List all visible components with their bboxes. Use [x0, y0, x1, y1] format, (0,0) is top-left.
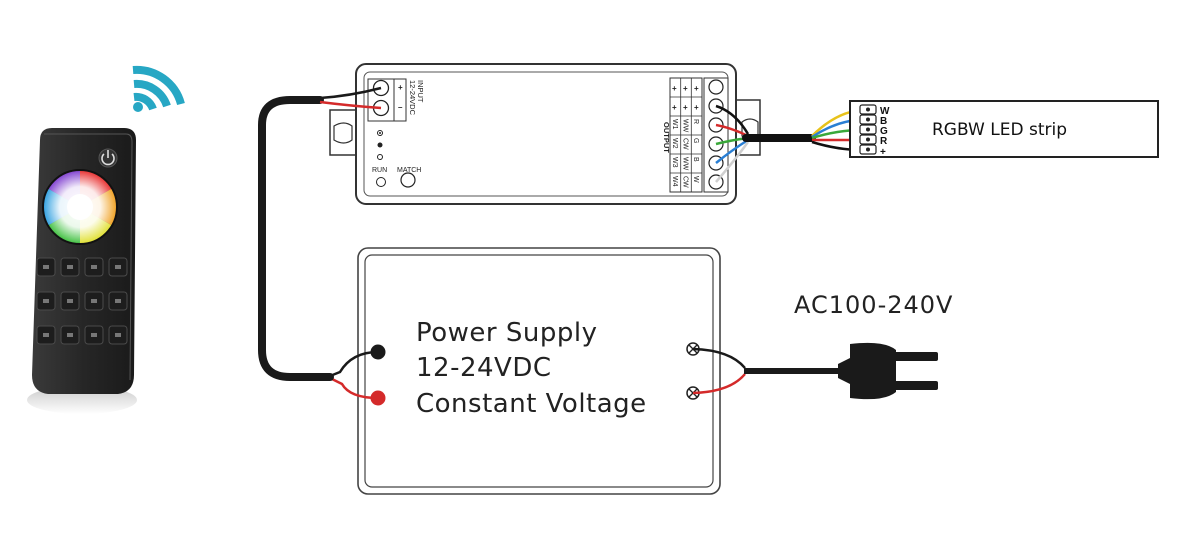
remote-key-glyph: [115, 333, 121, 337]
run-label: RUN: [372, 167, 387, 174]
input-minus-label: –: [398, 103, 403, 112]
remote-key-glyph: [115, 265, 121, 269]
power-supply-title: Power Supply: [416, 318, 597, 348]
output-cell-label: CW: [682, 176, 689, 188]
match-button[interactable]: [400, 172, 416, 188]
input-plus-label: +: [398, 83, 403, 92]
remote-key-glyph: [67, 299, 73, 303]
output-cell-label: W: [692, 176, 699, 183]
strip-label: RGBW LED strip: [932, 120, 1067, 140]
power-supply-mode: Constant Voltage: [416, 389, 647, 419]
svg-text:+: +: [694, 84, 699, 93]
ac-wire-cable: [692, 347, 838, 395]
output-cell-label: G: [692, 138, 699, 143]
strip-pin-w: W: [880, 106, 890, 117]
rgbw-led-strip: W B G R + RGBW LED strip: [849, 100, 1159, 158]
output-cell-label: R: [692, 119, 699, 124]
strip-pin-b: B: [880, 116, 887, 127]
output-cell-label: WW: [682, 119, 689, 133]
status-led-icons: [377, 130, 383, 160]
output-plus-signs: + + + + + +: [672, 84, 699, 112]
remote-key-glyph: [43, 333, 49, 337]
strip-pin-r: R: [880, 136, 888, 147]
svg-text:+: +: [683, 84, 688, 93]
run-indicator: [376, 177, 386, 187]
output-cell-label: B: [692, 157, 699, 162]
power-icon[interactable]: [98, 148, 118, 168]
remote-key-glyph: [91, 299, 97, 303]
remote-key-glyph: [115, 299, 121, 303]
ac-input-label: AC100-240V: [794, 291, 953, 319]
remote-key-glyph: [43, 299, 49, 303]
svg-text:+: +: [672, 103, 677, 112]
output-cell-label: WW: [682, 157, 689, 171]
power-supply-voltage: 12-24VDC: [416, 353, 552, 383]
output-cell-label: W3: [671, 157, 678, 168]
remote-key-glyph: [91, 265, 97, 269]
strip-pin-plus: +: [880, 147, 886, 158]
color-wheel[interactable]: [42, 169, 118, 245]
remote-key-glyph: [91, 333, 97, 337]
dc-wire-cable: [258, 86, 382, 400]
input-label: INPUT: [416, 80, 425, 103]
output-cell-label: W4: [671, 176, 678, 187]
output-cell-label: W1: [671, 119, 678, 130]
match-label: MATCH: [397, 167, 421, 174]
remote-key-glyph: [67, 333, 73, 337]
remote-key-glyph: [67, 265, 73, 269]
rf-remote-control: [27, 128, 137, 414]
ac-plug-icon: [838, 342, 938, 400]
output-label: OUTPUT: [662, 122, 671, 153]
strip-pads: [859, 104, 877, 155]
power-supply: Power Supply 12-24VDC Constant Voltage: [357, 247, 721, 495]
output-cell-label: W2: [671, 138, 678, 149]
wireless-signal-icon: [132, 65, 185, 112]
output-cell-label: CW: [682, 138, 689, 150]
svg-text:+: +: [683, 103, 688, 112]
led-controller: + – INPUT 12-24VDC RUN MATCH OUTPUT: [329, 63, 761, 205]
remote-key-glyph: [43, 265, 49, 269]
svg-text:+: +: [694, 103, 699, 112]
strip-pin-g: G: [880, 126, 888, 137]
remote-key-grid[interactable]: [36, 257, 128, 345]
input-voltage-label: 12-24VDC: [408, 80, 417, 116]
svg-text:+: +: [672, 84, 677, 93]
